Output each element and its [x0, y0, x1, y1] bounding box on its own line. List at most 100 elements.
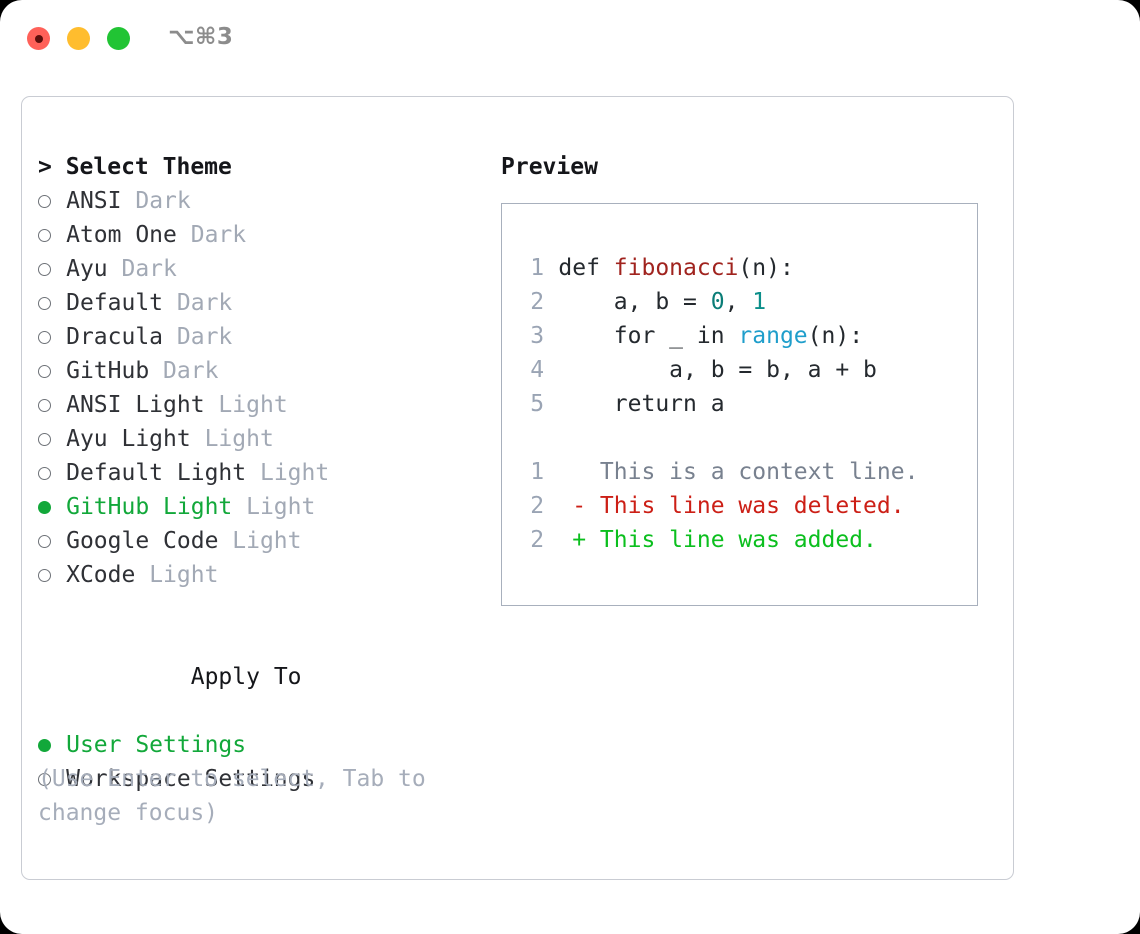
theme-option-10[interactable]: Google Code Light: [38, 524, 498, 558]
radio-glyph: [38, 773, 51, 786]
radio-glyph: [38, 501, 51, 514]
theme-option-label: Ayu: [52, 256, 108, 282]
apply-to-option-label: Workspace Settings: [52, 766, 316, 792]
code-token-builtin: range: [738, 323, 808, 349]
apply-to-header-indent: [176, 660, 190, 694]
line-number: 4: [530, 357, 545, 383]
diff-line-text: This is a context line.: [558, 459, 919, 485]
radio-unselected-icon: [38, 456, 52, 490]
theme-list: ANSI Dark Atom One Dark Ayu Dark Default…: [38, 184, 498, 592]
code-line: 3 for _ in range(n):: [520, 319, 969, 353]
radio-unselected-icon: [38, 286, 52, 320]
theme-option-5[interactable]: GitHub Dark: [38, 354, 498, 388]
theme-variant-tag: Light: [204, 392, 288, 418]
theme-variant-tag: Light: [246, 460, 330, 486]
theme-option-label: Dracula: [52, 324, 164, 350]
theme-option-label: Ayu Light: [52, 426, 191, 452]
theme-variant-tag: Light: [190, 426, 274, 452]
radio-glyph: [38, 229, 51, 242]
theme-option-8[interactable]: Default Light Light: [38, 456, 498, 490]
theme-option-2[interactable]: Ayu Dark: [38, 252, 498, 286]
theme-option-label: Google Code: [52, 528, 219, 554]
radio-glyph: [38, 535, 51, 548]
apply-to-option-1[interactable]: Workspace Settings: [38, 762, 498, 796]
theme-option-3[interactable]: Default Dark: [38, 286, 498, 320]
theme-option-label: GitHub Light: [52, 494, 233, 520]
theme-selector-column: > Select Theme ANSI Dark Atom One Dark A…: [38, 150, 498, 796]
radio-unselected-icon: [38, 354, 52, 388]
theme-option-label: Default Light: [52, 460, 247, 486]
code-token-plain: return a: [558, 391, 725, 417]
code-line: 4 a, b = b, a + b: [520, 353, 969, 387]
code-token-plain: for _ in: [558, 323, 739, 349]
radio-unselected-icon: [38, 422, 52, 456]
theme-option-label: Default: [52, 290, 164, 316]
apply-to-header: Apply To: [38, 626, 498, 728]
close-button-icon[interactable]: [27, 27, 50, 50]
theme-variant-tag: Light: [218, 528, 302, 554]
code-token-plain: def: [558, 255, 614, 281]
radio-glyph: [38, 569, 51, 582]
apply-to-list: User Settings Workspace Settings: [38, 728, 498, 796]
theme-variant-tag: Dark: [163, 324, 233, 350]
diff-sample-block: 1 This is a context line.2 - This line w…: [520, 455, 969, 557]
theme-variant-tag: Dark: [121, 188, 191, 214]
radio-glyph: [38, 433, 51, 446]
apply-to-option-0[interactable]: User Settings: [38, 728, 498, 762]
radio-unselected-icon: [38, 184, 52, 218]
theme-option-4[interactable]: Dracula Dark: [38, 320, 498, 354]
code-token-fn: fibonacci: [613, 255, 739, 281]
code-token-num1: 1: [752, 289, 767, 315]
preview-column: Preview: [501, 150, 1001, 184]
line-number: 2: [530, 493, 545, 519]
theme-option-label: XCode: [52, 562, 136, 588]
title-shortcut-label: ⌥⌘3: [168, 24, 234, 50]
theme-option-11[interactable]: XCode Light: [38, 558, 498, 592]
radio-glyph: [38, 365, 51, 378]
radio-unselected-icon: [38, 762, 52, 796]
radio-glyph: [38, 467, 51, 480]
radio-unselected-icon: [38, 524, 52, 558]
code-token-plain: a, b =: [558, 289, 711, 315]
radio-glyph: [38, 399, 51, 412]
diff-line-text: + This line was added.: [558, 527, 877, 553]
radio-unselected-icon: [38, 388, 52, 422]
theme-option-1[interactable]: Atom One Dark: [38, 218, 498, 252]
radio-selected-icon: [38, 490, 52, 524]
diff-line-ctx: 1 This is a context line.: [520, 455, 969, 489]
line-number: 1: [530, 255, 545, 281]
line-number: 2: [530, 527, 545, 553]
code-token-num0: 0: [710, 289, 725, 315]
zoom-button-icon[interactable]: [107, 27, 130, 50]
keyboard-hint-text: (Use Enter to select, Tab to change focu…: [38, 766, 426, 826]
line-number: 3: [530, 323, 545, 349]
theme-option-6[interactable]: ANSI Light Light: [38, 388, 498, 422]
minimize-button-icon[interactable]: [67, 27, 90, 50]
theme-variant-tag: Dark: [149, 358, 219, 384]
theme-variant-tag: Light: [232, 494, 316, 520]
preview-header: Preview: [501, 154, 598, 180]
theme-variant-tag: Dark: [107, 256, 177, 282]
window-controls: [27, 27, 130, 50]
theme-option-7[interactable]: Ayu Light Light: [38, 422, 498, 456]
radio-unselected-icon: [38, 218, 52, 252]
diff-line-del: 2 - This line was deleted.: [520, 489, 969, 523]
list-spacer: [38, 592, 498, 626]
radio-unselected-icon: [38, 320, 52, 354]
theme-variant-tag: Light: [135, 562, 219, 588]
code-line: 5 return a: [520, 387, 969, 421]
diff-line-add: 2 + This line was added.: [520, 523, 969, 557]
theme-option-9[interactable]: GitHub Light Light: [38, 490, 498, 524]
radio-unselected-icon: [38, 558, 52, 592]
radio-unselected-icon: [38, 252, 52, 286]
theme-option-label: Atom One: [52, 222, 177, 248]
theme-variant-tag: Dark: [176, 222, 247, 248]
radio-glyph: [38, 297, 51, 310]
theme-option-0[interactable]: ANSI Dark: [38, 184, 498, 218]
radio-glyph: [38, 739, 51, 752]
code-token-plain: a, b = b, a + b: [558, 357, 877, 383]
